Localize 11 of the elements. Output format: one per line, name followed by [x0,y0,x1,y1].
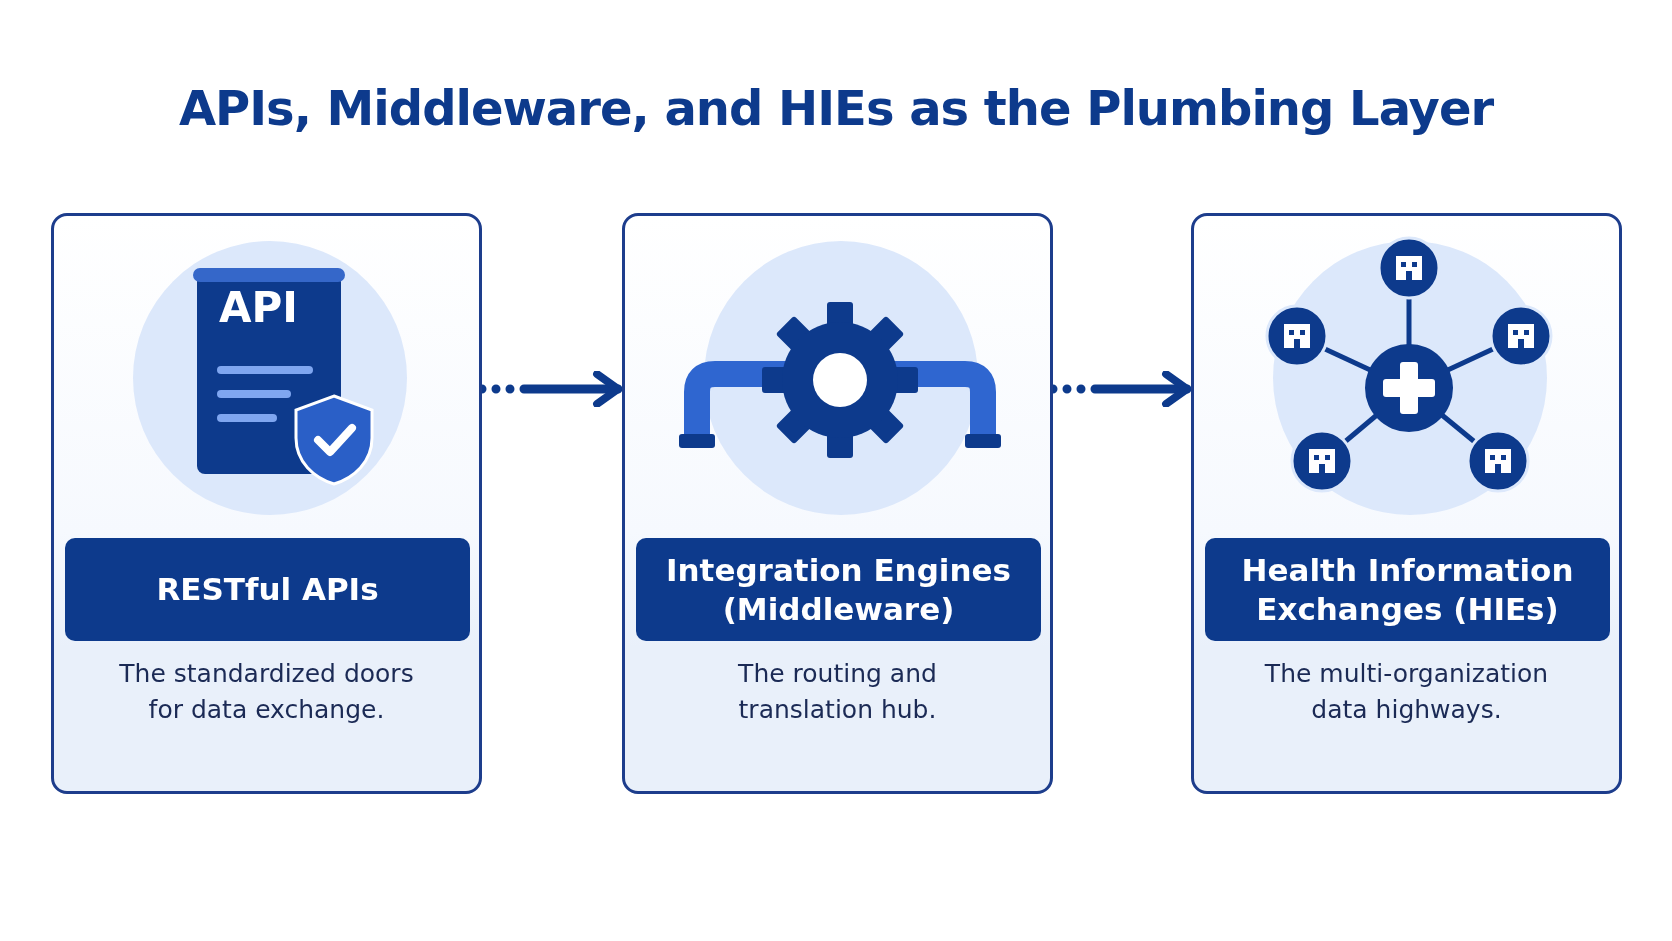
card-heading: Integration Engines (Middleware) [636,538,1041,641]
card-description: The standardized doors for data exchange. [118,658,415,727]
process-card [51,213,482,794]
card-description: The routing and translation hub. [737,658,938,727]
card-heading: RESTful APIs [65,538,470,641]
card-description: The multi-organization data highways. [1263,658,1550,727]
icon-text: API [219,283,298,332]
process-card [1191,213,1622,794]
card-heading: Health Information Exchanges (HIEs) [1205,538,1610,641]
diagram-title: APIs, Middleware, and HIEs as the Plumbing Layer [177,80,1495,136]
process-card [622,213,1053,794]
